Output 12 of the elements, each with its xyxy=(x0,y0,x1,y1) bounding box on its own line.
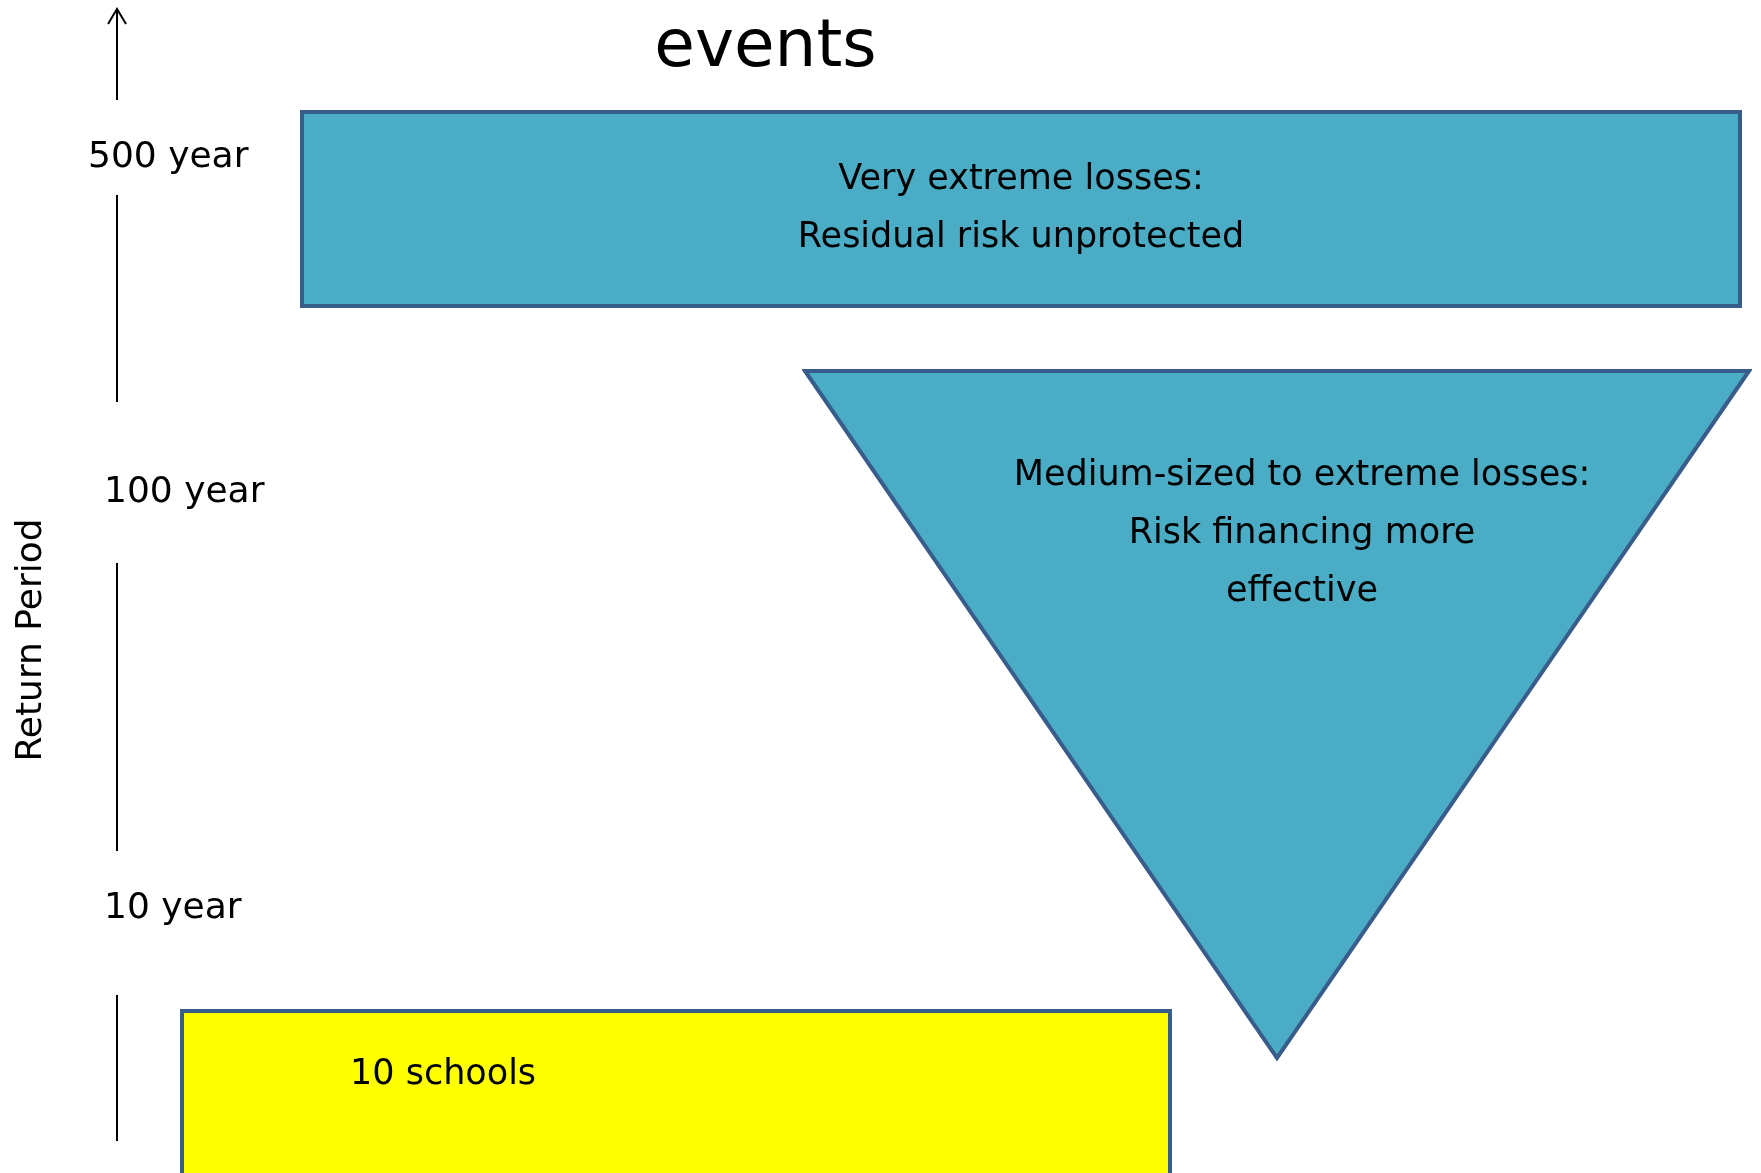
axis-tick-label: 100 year xyxy=(104,468,265,512)
node-heading: Very extreme losses: xyxy=(837,156,1205,199)
node-text: Residual risk unprotected xyxy=(796,214,1246,257)
axis-title: Return Period xyxy=(7,518,51,762)
node-heading: 10 schools xyxy=(350,1051,537,1094)
axis-tick-label: 500 year xyxy=(88,133,249,177)
node-text: Risk financing more effective xyxy=(1127,510,1477,611)
risk-layer-box xyxy=(300,110,1742,308)
title: events xyxy=(653,4,878,84)
risk-layer-box xyxy=(180,1009,1172,1173)
axis-tick-label: 10 year xyxy=(104,884,242,928)
node-heading: Medium-sized to extreme losses: xyxy=(1012,452,1592,495)
